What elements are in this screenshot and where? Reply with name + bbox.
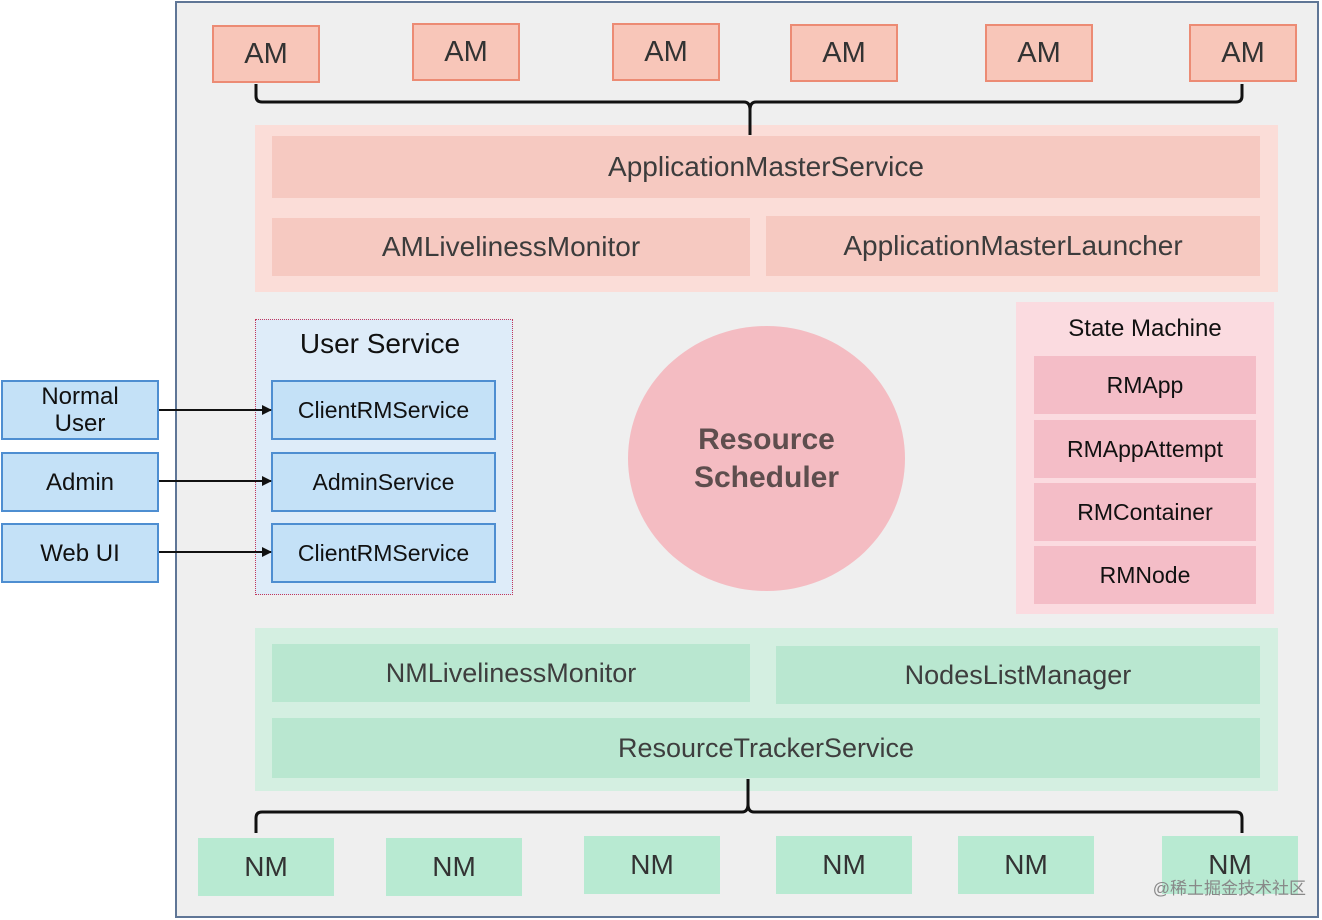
resource-tracker-service: ResourceTrackerService [272, 718, 1260, 778]
state-rmappattempt: RMAppAttempt [1034, 420, 1256, 478]
am-box-1: AM [212, 25, 320, 83]
state-rmapp: RMApp [1034, 356, 1256, 414]
am-box-5: AM [985, 24, 1093, 82]
client-rm-service-2: ClientRMService [271, 523, 496, 583]
watermark: @稀土掘金技术社区 [1152, 878, 1306, 898]
state-rmcontainer: RMContainer [1034, 483, 1256, 541]
nm-box-6: NM [1162, 836, 1298, 894]
user-service-title: User Service [299, 328, 461, 359]
am-box-2: AM [412, 23, 520, 81]
application-master-launcher: ApplicationMasterLauncher [766, 216, 1260, 276]
resource-scheduler-circle: Resource Scheduler [628, 326, 905, 591]
state-machine-title: State Machine [1068, 315, 1222, 342]
am-box-3: AM [612, 23, 720, 81]
admin-actor: Admin [1, 452, 159, 512]
admin-service: AdminService [271, 452, 496, 512]
am-box-6: AM [1189, 24, 1297, 82]
nm-box-1: NM [198, 838, 334, 896]
am-box-4: AM [790, 24, 898, 82]
nodes-list-manager: NodesListManager [776, 646, 1260, 704]
state-rmnode: RMNode [1034, 546, 1256, 604]
client-rm-service-1: ClientRMService [271, 380, 496, 440]
nm-box-4: NM [776, 836, 912, 894]
normal-user-actor: Normal User [1, 380, 159, 440]
application-master-service: ApplicationMasterService [272, 136, 1260, 198]
web-ui-actor: Web UI [1, 523, 159, 583]
nm-liveliness-monitor: NMLivelinessMonitor [272, 644, 750, 702]
nm-box-5: NM [958, 836, 1094, 894]
nm-box-3: NM [584, 836, 720, 894]
am-liveliness-monitor: AMLivelinessMonitor [272, 218, 750, 276]
nm-box-2: NM [386, 838, 522, 896]
